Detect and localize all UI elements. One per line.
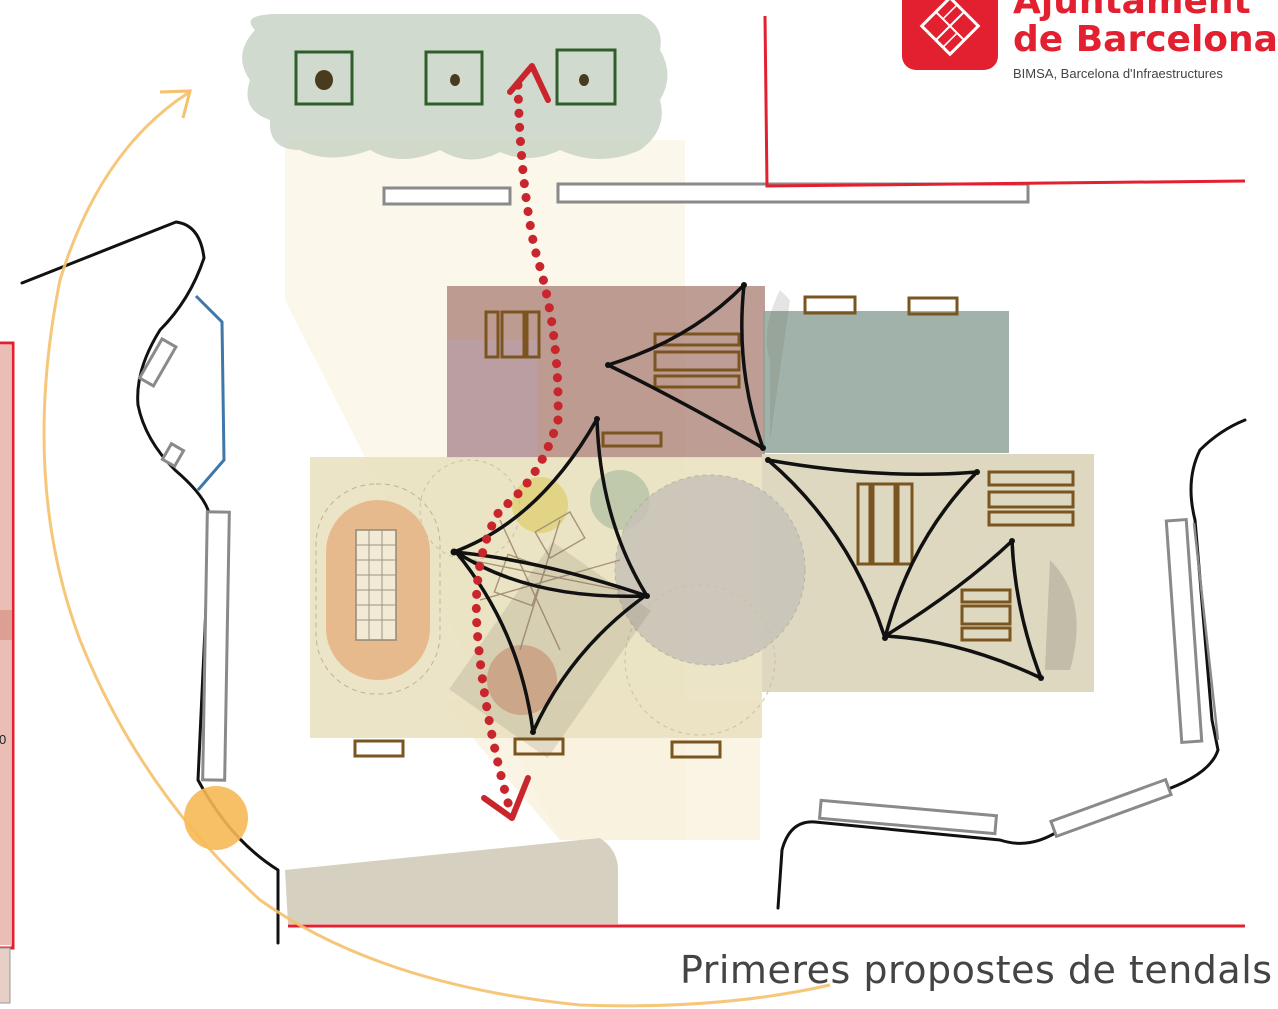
shadow-blob <box>766 290 790 440</box>
bench <box>960 604 1012 626</box>
upper-left-highlight <box>447 340 537 458</box>
bench <box>960 588 1012 604</box>
bench <box>896 482 914 566</box>
lower-panel <box>285 838 618 924</box>
bench <box>525 310 541 359</box>
trampoline-grid <box>355 529 397 641</box>
bench <box>987 470 1075 487</box>
left-edge-panel <box>0 610 12 640</box>
shadow-blob <box>1045 560 1077 670</box>
bench <box>987 510 1075 527</box>
route-arrow-icon <box>507 63 551 103</box>
logo-title-line1: Ajuntament <box>1013 0 1251 22</box>
planter-box <box>294 50 354 106</box>
shade-sail <box>883 539 1043 680</box>
trampoline-grid-lines <box>356 530 396 640</box>
grey-wall <box>137 336 1204 839</box>
shade-sail <box>766 458 979 640</box>
bench <box>856 482 872 566</box>
upper-right-zone <box>763 311 1009 453</box>
bench <box>670 740 722 759</box>
planter-group <box>294 48 617 106</box>
route-arrow-icon <box>481 775 531 821</box>
tree-trunk <box>450 74 460 86</box>
left-edge-panel <box>0 947 11 1004</box>
grey-bench-group <box>382 182 1030 206</box>
grey-bench <box>382 186 512 206</box>
shade-sail <box>606 283 765 450</box>
bench <box>987 490 1075 509</box>
plan-drawing <box>0 14 1247 1008</box>
shade-sail-group <box>452 283 1043 734</box>
tree-canopy <box>242 14 668 160</box>
bench <box>513 737 565 756</box>
play-circle <box>512 477 568 533</box>
grey-bench <box>556 182 1030 204</box>
walking-route <box>471 80 563 815</box>
bench <box>907 296 959 316</box>
right-zone <box>762 454 1094 692</box>
bench <box>653 350 741 372</box>
bench <box>601 431 663 448</box>
bench <box>653 374 741 389</box>
tree-trunk <box>315 70 333 90</box>
shade-sail <box>454 550 647 734</box>
planter-box <box>555 48 617 106</box>
bench <box>500 310 526 359</box>
round-area <box>614 474 806 666</box>
logo-title-line2: de Barcelona <box>1013 19 1278 60</box>
blue-facade <box>194 294 226 491</box>
sun-icon <box>184 786 248 850</box>
trampoline-pad-outline <box>315 483 441 695</box>
ajuntament-logo-icon <box>902 0 998 70</box>
shade-sail <box>452 417 649 598</box>
sail-anchor-group <box>450 282 1044 735</box>
bench <box>803 295 857 315</box>
round-area-outline <box>419 459 521 561</box>
sun-path-arc <box>42 91 831 1008</box>
planter-box <box>424 50 484 106</box>
left-edge-panel <box>0 345 12 945</box>
bench <box>484 310 500 359</box>
grey-wall-rough <box>1192 522 1220 741</box>
plan-caption: Primeres propostes de tendals <box>680 948 1273 992</box>
bench <box>353 739 405 758</box>
bench-group <box>353 295 1075 759</box>
bench <box>960 626 1012 642</box>
side-label: 0 <box>0 732 7 747</box>
tree-trunk <box>579 74 589 86</box>
sun-path-arrowhead <box>159 89 192 119</box>
round-area-outline <box>624 584 776 736</box>
bench <box>871 482 897 566</box>
bench <box>653 332 741 347</box>
logo-subtitle: BIMSA, Barcelona d'Infraestructures <box>1013 66 1223 81</box>
